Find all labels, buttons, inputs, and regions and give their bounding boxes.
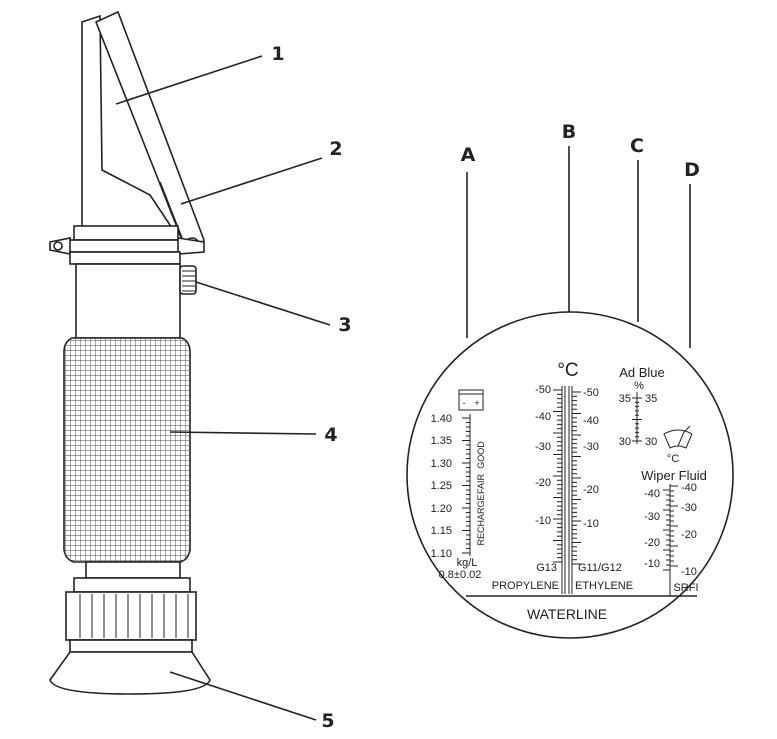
scale-b-right-label: -40 xyxy=(583,415,599,427)
scale-a-label: 1.30 xyxy=(431,458,452,470)
scale-b-left-standard: G13 xyxy=(536,562,557,574)
scale-b-right-label: -30 xyxy=(583,441,599,453)
scale-a-fair: FAIR xyxy=(476,474,486,495)
scale-a-label: 1.35 xyxy=(431,435,452,447)
focus-ring xyxy=(65,591,197,641)
scale-b-antifreeze: °C -50 -40 -30 -20 -10 -50 -40 -30 -20 -… xyxy=(492,360,633,594)
scale-a-label: 1.25 xyxy=(431,480,452,492)
field-of-view xyxy=(406,311,734,639)
waterline-label: WATERLINE xyxy=(527,606,607,622)
scale-b-left-label: -50 xyxy=(535,384,551,396)
scale-b-right-label: -20 xyxy=(583,484,599,496)
callout-2: 2 xyxy=(329,138,342,160)
scale-letter-c: C xyxy=(630,135,644,157)
callout-lines xyxy=(115,55,331,721)
scale-c-adblue: Ad Blue % 35 30 35 30 °C xyxy=(619,365,693,465)
scale-b-left-label: -20 xyxy=(535,477,551,489)
scale-c-ticks xyxy=(632,397,642,442)
neck xyxy=(85,561,181,579)
battery-minus: - xyxy=(463,398,466,408)
collar-lower xyxy=(69,251,181,265)
callout-4: 4 xyxy=(324,424,337,446)
scale-d-right-label: -20 xyxy=(681,529,697,541)
scale-b-right-labels: -50 -40 -30 -20 -10 xyxy=(583,387,599,530)
scale-b-left-label: -30 xyxy=(535,441,551,453)
scale-b-right-standard: G11/G12 xyxy=(578,562,622,574)
scale-b-left-label: -40 xyxy=(535,411,551,423)
callout-5: 5 xyxy=(321,710,334,732)
scale-c-title: Ad Blue xyxy=(619,365,665,380)
scale-d-title: Wiper Fluid xyxy=(641,468,707,483)
scale-view: A B C D WATERLINE - + 1.40 1.35 1.30 1.2… xyxy=(406,121,734,639)
scale-d-ticks xyxy=(663,485,678,571)
scale-c-unit: % xyxy=(634,380,644,392)
windshield-icon xyxy=(663,425,693,449)
scale-b-right-fluid: ETHYLENE xyxy=(575,580,633,592)
scale-c-right-label: 30 xyxy=(645,436,657,448)
scale-a-ticks xyxy=(462,417,470,554)
collar-ring xyxy=(67,239,185,253)
scale-c-left-label: 35 xyxy=(619,393,631,405)
callout-numbers: 1 2 3 4 5 xyxy=(271,43,351,732)
battery-plus: + xyxy=(474,398,479,408)
windshield-unit: °C xyxy=(667,453,679,465)
scale-a-battery: - + 1.40 1.35 1.30 1.25 1.20 1.15 1.10 G… xyxy=(431,389,486,581)
refractometer-device xyxy=(49,10,211,695)
scale-d-wiper-fluid: Wiper Fluid -40 -30 -20 -10 -40 -30 -20 … xyxy=(641,468,707,596)
callout-1: 1 xyxy=(271,43,284,65)
scale-c-right-label: 35 xyxy=(645,393,657,405)
scale-a-tick-labels: 1.40 1.35 1.30 1.25 1.20 1.15 1.10 xyxy=(431,413,452,560)
eyepiece-base xyxy=(69,639,193,653)
scale-letter-a: A xyxy=(461,144,476,166)
scale-b-right-label: -50 xyxy=(583,387,599,399)
scale-a-good: GOOD xyxy=(476,441,486,469)
scale-b-unit: °C xyxy=(557,360,578,381)
scale-letter-d: D xyxy=(684,159,700,181)
scale-b-ticks xyxy=(553,389,581,565)
scale-d-right-label: -40 xyxy=(681,482,697,494)
scale-d-right-label: -30 xyxy=(681,502,697,514)
scale-a-label: 1.40 xyxy=(431,413,452,425)
callout-3: 3 xyxy=(338,314,351,336)
scale-a-unit: kg/L xyxy=(457,557,478,569)
scale-a-label: 1.20 xyxy=(431,503,452,515)
upper-tube xyxy=(75,263,181,339)
battery-icon xyxy=(458,389,484,411)
scale-b-left-label: -10 xyxy=(535,515,551,527)
neck-ring xyxy=(73,577,191,593)
scale-d-left-label: -10 xyxy=(644,558,660,570)
scale-b-right-label: -10 xyxy=(583,518,599,530)
scale-c-left-label: 30 xyxy=(619,436,631,448)
scale-a-accuracy: 0.8±0.02 xyxy=(439,569,482,581)
eyepiece-cup xyxy=(49,651,211,695)
calibration-screw xyxy=(179,265,197,295)
scale-d-footer: SRFI xyxy=(673,582,698,594)
scale-d-left-label: -30 xyxy=(644,511,660,523)
scale-d-left-label: -20 xyxy=(644,537,660,549)
scale-d-left-label: -40 xyxy=(644,488,660,500)
scale-b-left-fluid: PROPYLENE xyxy=(492,580,559,592)
scale-a-label: 1.15 xyxy=(431,525,452,537)
scale-letter-b: B xyxy=(562,121,576,143)
scale-a-label: 1.10 xyxy=(431,548,452,560)
collar xyxy=(73,225,179,241)
scale-a-recharge: RECHARGE xyxy=(476,494,486,545)
scale-b-left-labels: -50 -40 -30 -20 -10 xyxy=(535,384,551,527)
scale-d-right-label: -10 xyxy=(681,566,697,578)
